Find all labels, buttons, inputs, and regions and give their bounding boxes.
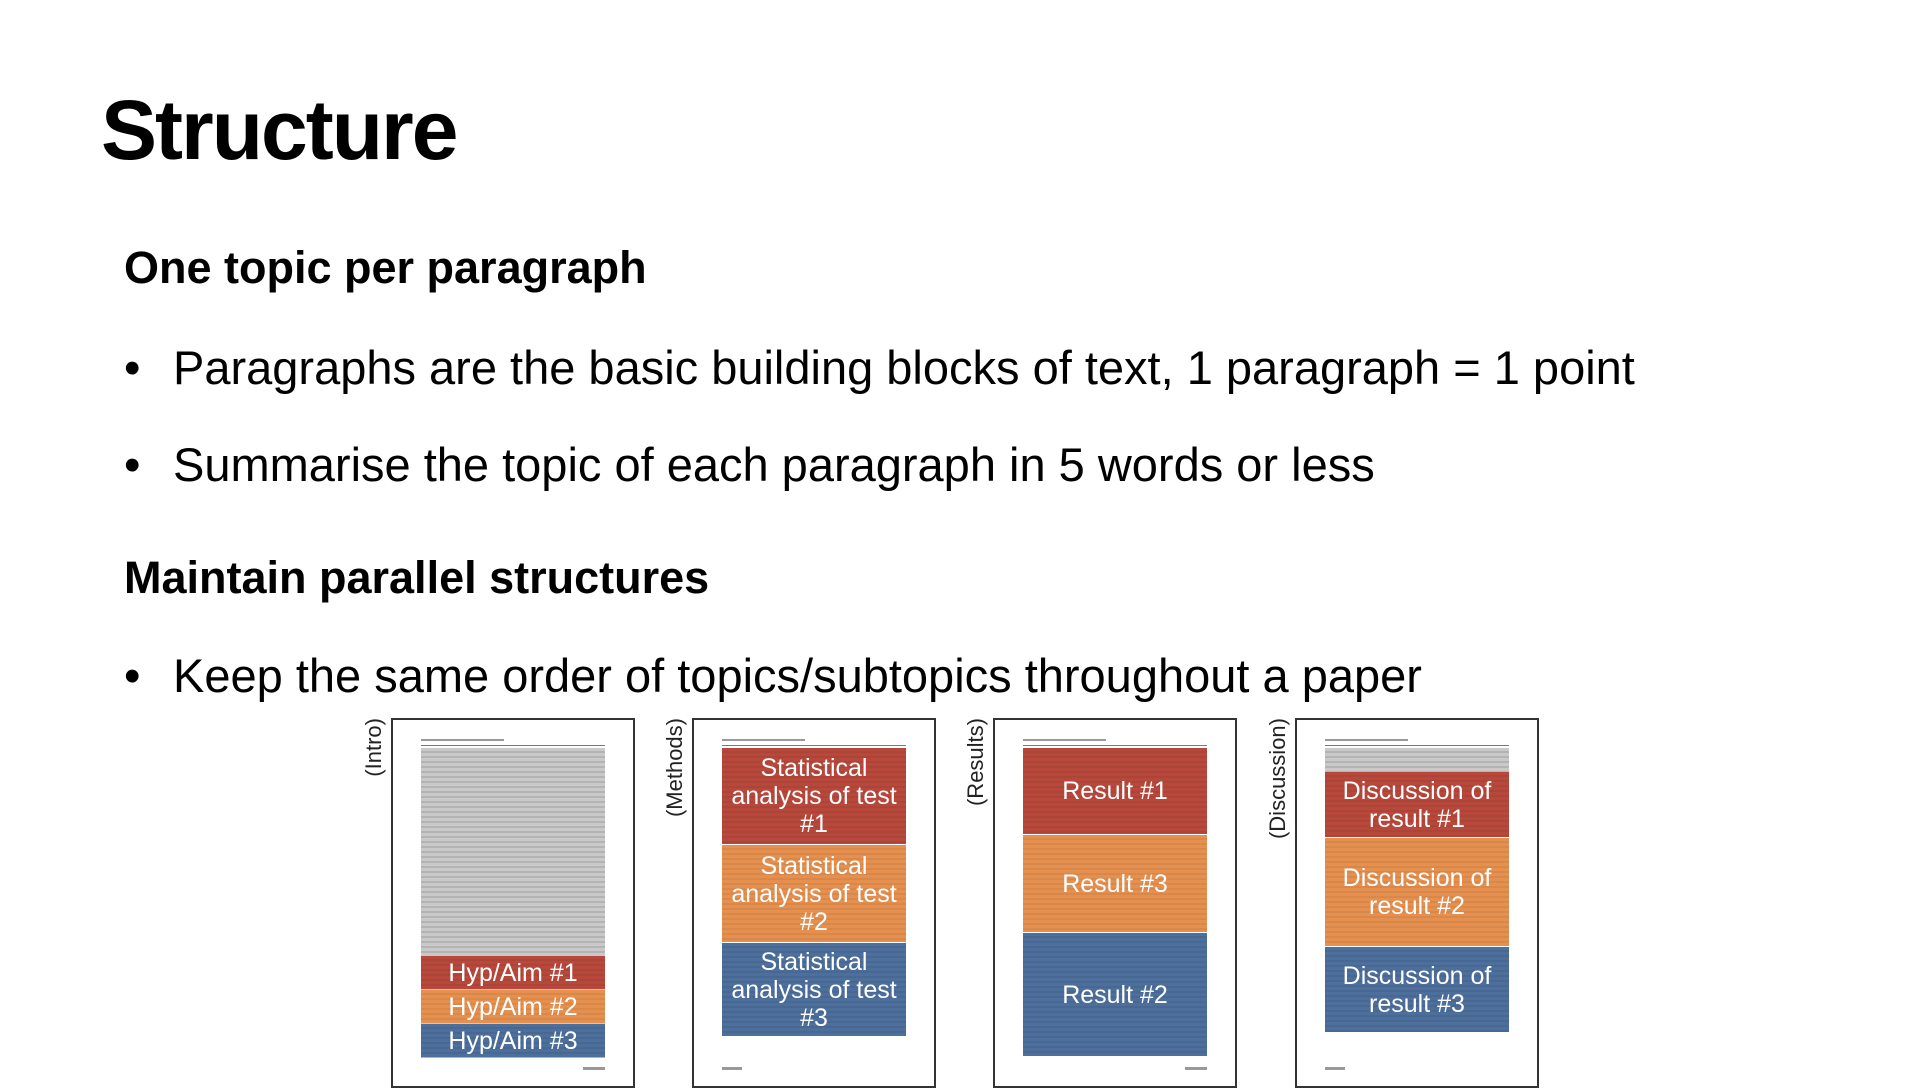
page-footer-mark: [1325, 1067, 1345, 1070]
body-text-area: [1325, 748, 1509, 772]
paper-block: Result #3: [1023, 835, 1207, 932]
section-heading-parallel: Maintain parallel structures: [124, 552, 710, 603]
paper-section-label: (Methods): [662, 718, 687, 818]
paper-intro: (Intro) Hyp/Aim #1 Hyp/Aim #2 Hyp/Aim #3: [361, 718, 635, 1088]
bullet-text: Paragraphs are the basic building blocks…: [173, 341, 1635, 394]
paper-section-label: (Intro): [361, 718, 386, 777]
section-heading-topic: One topic per paragraph: [124, 242, 647, 293]
paper-block: Statistical analysis of test #3: [722, 943, 906, 1036]
bullet-item: • Keep the same order of topics/subtopics…: [124, 652, 1422, 699]
page-footer-mark: [583, 1067, 605, 1070]
paper-block: Result #2: [1023, 933, 1207, 1056]
paper-page: Result #1 Result #3 Result #2: [993, 718, 1237, 1088]
paper-section-label: (Discussion): [1265, 718, 1290, 840]
paper-block: Statistical analysis of test #2: [722, 845, 906, 942]
paper-block: Statistical analysis of test #1: [722, 748, 906, 844]
paper-discussion: (Discussion) Discussion of result #1 Dis…: [1265, 718, 1539, 1088]
page-footer-mark: [1185, 1067, 1207, 1070]
paper-methods: (Methods) Statistical analysis of test #…: [662, 718, 936, 1088]
paper-block: Hyp/Aim #2: [421, 990, 605, 1023]
paper-block: Result #1: [1023, 748, 1207, 834]
bullet-dot: •: [124, 438, 141, 491]
page-header-line: [722, 736, 906, 746]
paper-block: Discussion of result #2: [1325, 838, 1509, 946]
bullet-text: Summarise the topic of each paragraph in…: [173, 438, 1375, 491]
bullet-item: • Summarise the topic of each paragraph i…: [124, 441, 1375, 488]
paper-block: Hyp/Aim #3: [421, 1024, 605, 1057]
page-header-line: [1325, 736, 1509, 746]
paper-page: Discussion of result #1 Discussion of re…: [1295, 718, 1539, 1088]
bullet-text: Keep the same order of topics/subtopics …: [173, 649, 1422, 702]
bullet-dot: •: [124, 341, 141, 394]
bullet-item: • Paragraphs are the basic building block…: [124, 344, 1635, 391]
page-footer-mark: [722, 1067, 742, 1070]
paper-page: Hyp/Aim #1 Hyp/Aim #2 Hyp/Aim #3: [391, 718, 635, 1088]
paper-block: Hyp/Aim #1: [421, 956, 605, 989]
paper-results: (Results) Result #1 Result #3 Result #2: [963, 718, 1237, 1088]
bullet-dot: •: [124, 649, 141, 702]
paper-page: Statistical analysis of test #1 Statisti…: [692, 718, 936, 1088]
paper-section-label: (Results): [963, 718, 988, 807]
paper-block: Discussion of result #1: [1325, 772, 1509, 837]
page-header-line: [1023, 736, 1207, 746]
paper-block: Discussion of result #3: [1325, 947, 1509, 1032]
page-header-line: [421, 736, 605, 746]
slide-title: Structure: [101, 83, 458, 177]
